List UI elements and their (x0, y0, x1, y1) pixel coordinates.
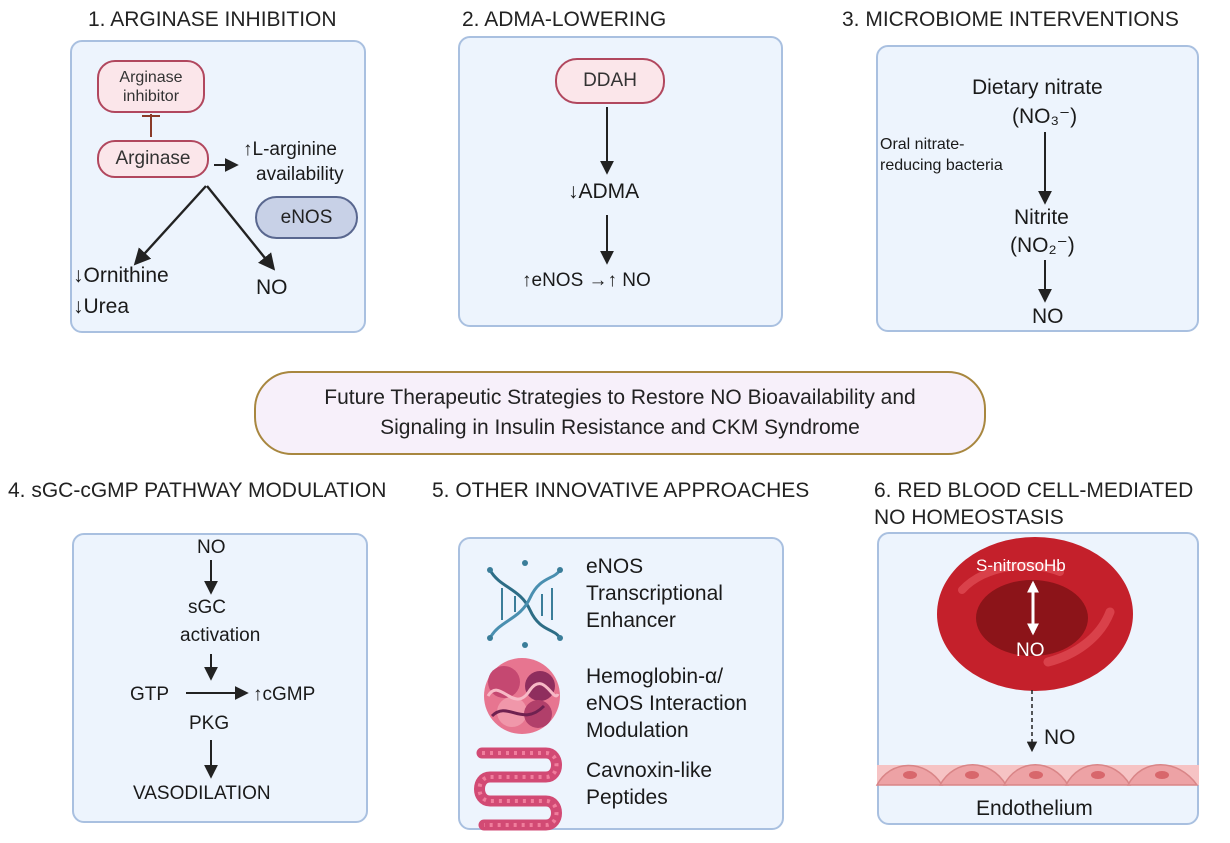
nitrite-formula: (NO₂⁻) (1010, 234, 1075, 257)
p4-no-label: NO (197, 537, 226, 558)
section-title-innovative: 5. OTHER INNOVATIVE APPROACHES (432, 479, 810, 502)
item-enhancer-line1: eNOS (586, 555, 644, 578)
item-enhancer-line3: Enhancer (586, 609, 676, 632)
ddah-pill: DDAH (555, 58, 665, 104)
p3-no-label: NO (1032, 305, 1064, 328)
item-hemoglobin-text: Hemoglobin-α/ eNOS Interaction Modulatio… (586, 663, 747, 744)
arginase-pill: Arginase (97, 140, 209, 178)
bacteria-label-1: Oral nitrate- (880, 136, 965, 153)
released-no-label: NO (1044, 726, 1076, 749)
pkg-label: PKG (189, 713, 230, 734)
section-title-rbc-line2: NO HOMEOSTASIS (874, 506, 1064, 529)
item-peptide-line2: Peptides (586, 786, 668, 809)
sgc-label: sGC (188, 597, 226, 618)
nitrate-formula: (NO₃⁻) (1012, 105, 1078, 128)
s-nitrosohb-label: S-nitrosoHb (976, 556, 1066, 575)
rbc-no-label: NO (1016, 640, 1045, 661)
item-peptide-line1: Cavnoxin-like (586, 759, 713, 782)
arginase-inhibitor-label-1: Arginase (119, 69, 183, 86)
l-arginine-availability-1: ↑L-arginine (243, 139, 337, 160)
section-title-microbiome: 3. MICROBIOME INTERVENTIONS (842, 8, 1179, 31)
ornithine-label: ↓Ornithine (73, 264, 169, 287)
item-hemoglobin-line3: Modulation (586, 719, 689, 742)
enos-pill: eNOS (255, 196, 358, 239)
urea-label: ↓Urea (73, 295, 130, 318)
center-title-box: Future Therapeutic Strategies to Restore… (254, 371, 986, 455)
sgc-activation-label: activation (180, 625, 261, 646)
vasodilation-label: VASODILATION (133, 783, 271, 804)
item-hemoglobin-line2: eNOS Interaction (586, 692, 748, 715)
item-hemoglobin-line1: Hemoglobin-α/ (586, 665, 724, 688)
section-title-rbc-line1: 6. RED BLOOD CELL-MEDIATED (874, 479, 1194, 502)
l-arginine-availability-2: availability (256, 164, 344, 185)
enos-no-label: ↑eNOS →↑ NO (522, 270, 651, 291)
section-title-arginase-inhibition: 1. ARGINASE INHIBITION (88, 8, 337, 31)
cgmp-label: ↑cGMP (253, 684, 316, 705)
enos-label: eNOS (280, 207, 333, 228)
panel-sgc-cgmp (72, 533, 368, 823)
p1-no-label: NO (256, 276, 288, 299)
center-title-line2: Signaling in Insulin Resistance and CKM … (380, 416, 860, 439)
item-peptide-text: Cavnoxin-like Peptides (586, 757, 712, 811)
nitrite-label: Nitrite (1014, 206, 1069, 229)
dietary-nitrate-label: Dietary nitrate (972, 76, 1103, 99)
center-title-line1: Future Therapeutic Strategies to Restore… (324, 386, 916, 409)
section-title-sgc-cgmp: 4. sGC-cGMP PATHWAY MODULATION (8, 479, 387, 502)
item-enhancer-line2: Transcriptional (586, 582, 723, 605)
section-title-adma-lowering: 2. ADMA-LOWERING (462, 8, 667, 31)
endothelium-label: Endothelium (976, 797, 1093, 820)
bacteria-label-2: reducing bacteria (880, 157, 1003, 174)
adma-label: ↓ADMA (568, 180, 640, 203)
arginase-inhibitor-pill: Arginase inhibitor (97, 60, 205, 113)
ddah-label: DDAH (583, 70, 637, 91)
arginase-inhibitor-label-2: inhibitor (122, 88, 180, 105)
arginase-label: Arginase (115, 148, 191, 169)
panel-microbiome (876, 45, 1199, 332)
item-enhancer-text: eNOS Transcriptional Enhancer (586, 553, 723, 634)
gtp-label: GTP (130, 684, 170, 705)
